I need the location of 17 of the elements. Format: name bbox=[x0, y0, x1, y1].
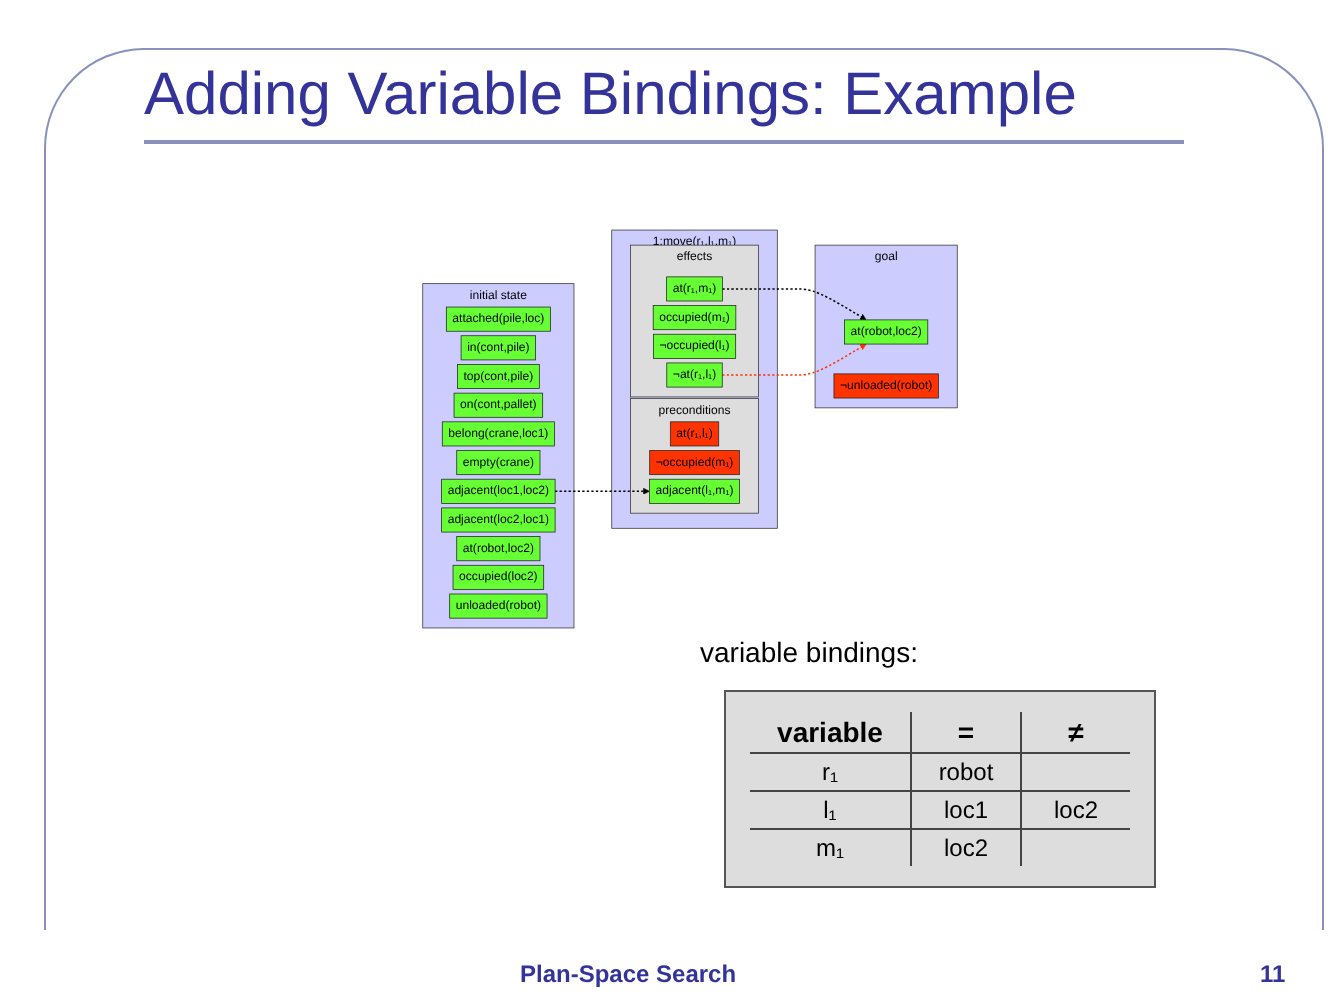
slide-title: Adding Variable Bindings: Example bbox=[144, 60, 1184, 144]
page-number: 11 bbox=[1260, 960, 1286, 988]
column-header: variable bbox=[750, 712, 911, 753]
arrow bbox=[721, 288, 867, 321]
table-cell: loc2 bbox=[911, 829, 1021, 866]
arrow bbox=[554, 487, 650, 495]
table-heading: variable bindings: bbox=[700, 636, 918, 668]
column-header: ≠ bbox=[1021, 712, 1130, 753]
table-cell: robot bbox=[911, 753, 1021, 791]
table-cell: r₁ bbox=[750, 753, 911, 791]
table-cell: loc2 bbox=[1021, 791, 1130, 829]
table-cell: loc1 bbox=[911, 791, 1021, 829]
column-header: = bbox=[911, 712, 1021, 753]
arrow bbox=[721, 343, 867, 376]
footer-text: Plan-Space Search bbox=[520, 960, 737, 988]
table-cell: l₁ bbox=[750, 791, 911, 829]
table-cell: m₁ bbox=[750, 829, 911, 866]
